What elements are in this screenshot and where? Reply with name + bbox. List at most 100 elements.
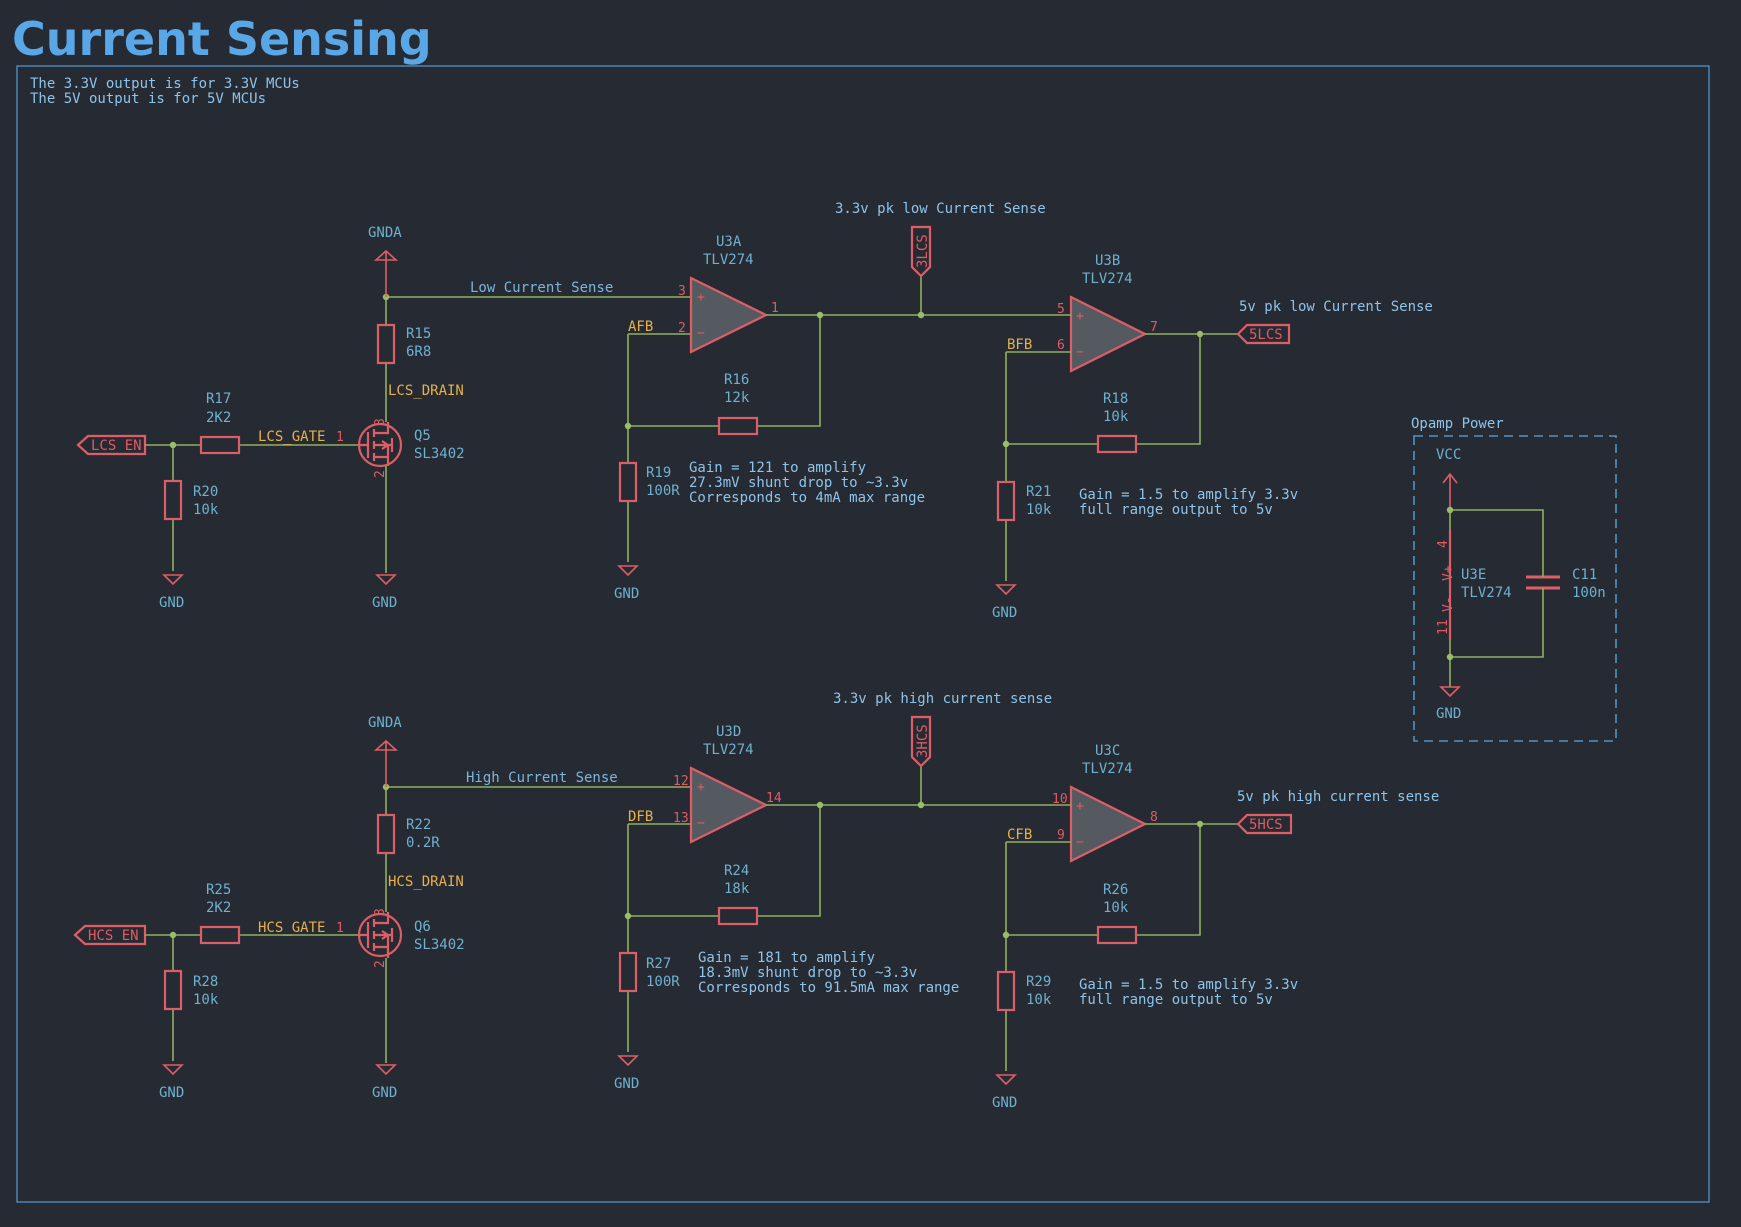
junction-dot [624, 912, 632, 920]
svg-text:5: 5 [1057, 302, 1065, 317]
port-3hcs[interactable]: 3HCS [910, 715, 932, 768]
resistor-r18[interactable] [1096, 434, 1138, 454]
opamp-u3d[interactable]: + − 12 13 14 [673, 766, 782, 844]
junction-dot [917, 801, 925, 809]
gnd-symbol: GND [372, 574, 397, 611]
gain-note-high-1-line1: Gain = 181 to amplify [698, 950, 875, 966]
svg-text:2: 2 [373, 960, 388, 968]
r17-value: 2K2 [206, 410, 231, 426]
port-5lcs[interactable]: 5LCS [1236, 323, 1291, 345]
capacitor-c11[interactable] [1526, 567, 1560, 593]
resistor-r25[interactable] [199, 925, 241, 945]
opamp-power-section: Opamp Power VCC 4 V+ V- 11 U3E TLV274 C1… [1411, 416, 1617, 742]
q6-value: SL3402 [414, 937, 465, 953]
port-hcs-en[interactable]: HCS_EN [73, 924, 147, 946]
svg-text:9: 9 [1057, 828, 1065, 843]
u3a-value: TLV274 [703, 252, 754, 268]
svg-text:6: 6 [1057, 338, 1065, 353]
r17-ref: R17 [206, 391, 231, 407]
resistor-r15[interactable] [376, 323, 396, 365]
svg-text:+: + [1076, 799, 1084, 814]
high-current-section: HCS_EN GNDA R25 2K2 HCS_GATE R28 10k GND… [73, 691, 1439, 1111]
svg-text:5LCS: 5LCS [1249, 327, 1283, 343]
resistor-r26[interactable] [1096, 925, 1138, 945]
svg-text:2: 2 [373, 470, 388, 478]
port-lcs-en[interactable]: LCS_EN [76, 434, 147, 456]
q5-ref: Q5 [414, 428, 431, 444]
r24-ref: R24 [724, 863, 749, 879]
mosfet-q5[interactable]: 1 3 2 [336, 418, 403, 478]
r20-value: 10k [193, 502, 219, 518]
resistor-r19[interactable] [618, 461, 638, 503]
svg-text:+: + [697, 780, 705, 795]
resistor-r17[interactable] [199, 435, 241, 455]
svg-text:2: 2 [678, 321, 686, 336]
svg-text:14: 14 [766, 791, 782, 806]
svg-text:8: 8 [1150, 810, 1158, 825]
port-5hcs[interactable]: 5HCS [1236, 813, 1293, 835]
label-3v-low: 3.3v pk low Current Sense [835, 201, 1046, 217]
r20-ref: R20 [193, 484, 218, 500]
sheet-title: Current Sensing [12, 12, 432, 66]
r15-value: 6R8 [406, 344, 431, 360]
resistor-r27[interactable] [618, 951, 638, 993]
u3b-ref: U3B [1095, 253, 1120, 269]
gnd-symbol: GND [614, 565, 639, 602]
net-label-high-current-sense: High Current Sense [466, 770, 618, 786]
gnd-symbol: GND [614, 1055, 639, 1092]
gnda-power-symbol: GNDA [368, 225, 402, 297]
r21-value: 10k [1026, 502, 1052, 518]
r26-value: 10k [1103, 900, 1129, 916]
u3e-value: TLV274 [1461, 585, 1512, 601]
resistor-r28[interactable] [163, 969, 183, 1011]
junction-dot [917, 311, 925, 319]
r27-ref: R27 [646, 956, 671, 972]
resistor-r21[interactable] [996, 480, 1016, 522]
svg-text:−: − [697, 326, 705, 341]
port-label: LCS_EN [91, 438, 142, 454]
svg-text:−: − [697, 816, 705, 831]
gnd-symbol: GND [992, 584, 1017, 621]
svg-text:HCS_EN: HCS_EN [88, 928, 139, 944]
svg-text:3: 3 [678, 284, 686, 299]
junction-dot [169, 441, 177, 449]
r16-value: 12k [724, 390, 750, 406]
junction-dot [1446, 506, 1454, 514]
net-label-dfb: DFB [628, 809, 653, 825]
opamp-u3e-power-unit[interactable]: 4 V+ V- 11 [1436, 530, 1456, 640]
u3b-value: TLV274 [1082, 271, 1133, 287]
u3d-ref: U3D [716, 724, 741, 740]
resistor-r24[interactable] [717, 906, 759, 926]
svg-text:4: 4 [1436, 540, 1451, 548]
opamp-u3a[interactable]: + − 3 2 1 [678, 276, 779, 354]
resistor-r22[interactable] [376, 813, 396, 855]
svg-text:+: + [697, 290, 705, 305]
r18-ref: R18 [1103, 391, 1128, 407]
r28-value: 10k [193, 992, 219, 1008]
r16-ref: R16 [724, 372, 749, 388]
opamp-power-title: Opamp Power [1411, 416, 1504, 432]
opamp-u3c[interactable]: + − 10 9 8 [1052, 785, 1158, 863]
resistor-r16[interactable] [717, 416, 759, 436]
port-3lcs[interactable]: 3LCS [910, 225, 932, 278]
q6-ref: Q6 [414, 919, 431, 935]
junction-dot [624, 422, 632, 430]
c11-value: 100n [1572, 585, 1606, 601]
mosfet-q6[interactable]: 1 3 2 [336, 908, 403, 968]
svg-text:3HCS: 3HCS [915, 724, 931, 758]
svg-text:GND: GND [159, 595, 184, 611]
gain-note-low-1-line1: Gain = 121 to amplify [689, 460, 866, 476]
svg-text:GNDA: GNDA [368, 225, 402, 241]
gain-note-high-2-line2: full range output to 5v [1079, 992, 1273, 1008]
opamp-u3b[interactable]: + − 5 6 7 [1057, 295, 1158, 373]
svg-text:−: − [1076, 835, 1084, 850]
u3d-value: TLV274 [703, 742, 754, 758]
net-label-afb: AFB [628, 319, 653, 335]
gnd-symbol: GND [159, 1064, 184, 1101]
note-line-1: The 3.3V output is for 3.3V MCUs [30, 76, 300, 92]
opamp-power-box [1413, 435, 1617, 742]
resistor-r29[interactable] [996, 970, 1016, 1012]
r22-value: 0.2R [406, 835, 440, 851]
gain-note-low-2-line2: full range output to 5v [1079, 502, 1273, 518]
resistor-r20[interactable] [163, 479, 183, 521]
